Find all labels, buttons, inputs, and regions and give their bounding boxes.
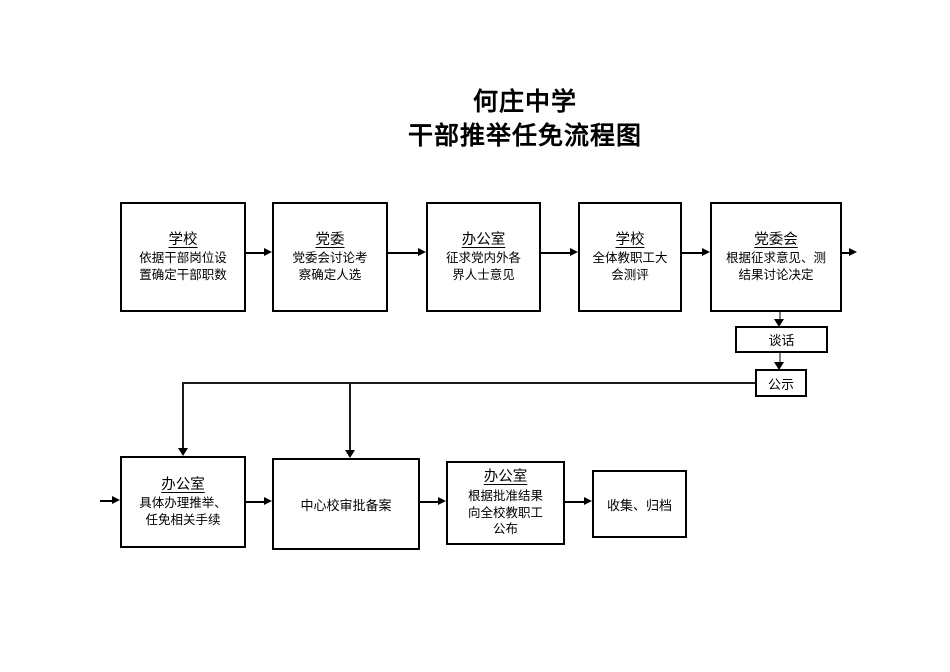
connector-drop-to-office bbox=[182, 382, 184, 448]
connector-box3-box4 bbox=[541, 252, 570, 254]
page-title-line-2: 干部推举任免流程图 bbox=[407, 121, 642, 150]
connector-announce-archive bbox=[565, 501, 584, 503]
flow-box-label: 谈话 bbox=[768, 333, 795, 348]
flow-box-body: 收集、归档 bbox=[606, 497, 672, 513]
flow-box-school-quota: 学校 依据干部岗位设 置确定干部职数 bbox=[120, 202, 246, 312]
arrowhead-right-icon bbox=[418, 248, 426, 256]
arrowhead-right-icon bbox=[584, 497, 592, 505]
arrowhead-down-icon bbox=[178, 448, 188, 456]
arrowhead-right-icon bbox=[438, 497, 446, 505]
connector-box4-box5 bbox=[682, 252, 702, 254]
connector-box5-out-stub bbox=[842, 252, 849, 254]
connector-drop-to-central-school bbox=[349, 382, 351, 450]
flow-box-label: 公示 bbox=[767, 376, 794, 392]
arrowhead-right-icon bbox=[264, 248, 272, 256]
flow-box-talk: 谈话 bbox=[735, 326, 828, 353]
flow-box-header: 办公室 bbox=[483, 469, 528, 486]
flow-box-central-school-approval: 中心校审批备案 bbox=[272, 458, 420, 550]
flow-box-party-committee-decision: 党委会 根据征求意见、测 结果讨论决定 bbox=[710, 202, 842, 312]
flow-box-party-committee-review: 党委 党委会讨论考 察确定人选 bbox=[272, 202, 388, 312]
flow-box-public-notice: 公示 bbox=[755, 369, 807, 397]
flow-box-body: 征求党内外各 界人士意见 bbox=[445, 251, 521, 282]
connector-talk-notice bbox=[779, 353, 781, 362]
flow-box-header: 党委 bbox=[315, 231, 345, 248]
flow-box-header: 党委会 bbox=[754, 231, 798, 248]
arrowhead-down-icon bbox=[345, 450, 355, 458]
flow-box-header: 学校 bbox=[168, 231, 198, 248]
connector-central-announce bbox=[420, 501, 438, 503]
flow-box-body: 全体教职工大 会测评 bbox=[592, 251, 668, 282]
arrowhead-right-icon bbox=[264, 497, 272, 505]
flow-box-school-evaluation: 学校 全体教职工大 会测评 bbox=[578, 202, 682, 312]
arrowhead-right-icon bbox=[849, 248, 857, 256]
flow-box-body: 中心校审批备案 bbox=[300, 497, 392, 513]
connector-notice-collector bbox=[183, 382, 755, 384]
flow-box-office-announce: 办公室 根据批准结果 向全校教职工 公布 bbox=[446, 461, 565, 545]
flow-box-header: 办公室 bbox=[461, 231, 506, 248]
flow-box-body: 依据干部岗位设 置确定干部职数 bbox=[139, 251, 227, 282]
arrowhead-right-icon bbox=[112, 496, 120, 504]
arrowhead-down-icon bbox=[774, 362, 784, 370]
connector-box1-box2 bbox=[246, 252, 264, 254]
flow-box-collect-archive: 收集、归档 bbox=[592, 470, 687, 538]
flow-box-body: 根据征求意见、测 结果讨论决定 bbox=[725, 251, 826, 282]
connector-office-central bbox=[246, 501, 264, 503]
flow-box-header: 学校 bbox=[615, 231, 645, 248]
page-title: 何庄中学 干部推举任免流程图 bbox=[100, 86, 950, 154]
connector-box5-talk bbox=[779, 312, 781, 319]
arrowhead-right-icon bbox=[702, 248, 710, 256]
flow-box-office-opinions: 办公室 征求党内外各 界人士意见 bbox=[426, 202, 541, 312]
flow-box-body: 党委会讨论考 察确定人选 bbox=[292, 251, 368, 282]
connector-in-stub-office bbox=[100, 500, 112, 502]
arrowhead-right-icon bbox=[570, 248, 578, 256]
flow-box-body: 根据批准结果 向全校教职工 公布 bbox=[467, 489, 543, 537]
page-title-line-1: 何庄中学 bbox=[472, 88, 577, 116]
flow-box-header: 办公室 bbox=[161, 476, 205, 493]
flow-box-office-procedures: 办公室 具体办理推举、 任免相关手续 bbox=[120, 456, 246, 548]
arrowhead-down-icon bbox=[774, 319, 784, 327]
flow-box-body: 具体办理推举、 任免相关手续 bbox=[139, 496, 227, 527]
connector-box2-box3 bbox=[388, 252, 418, 254]
